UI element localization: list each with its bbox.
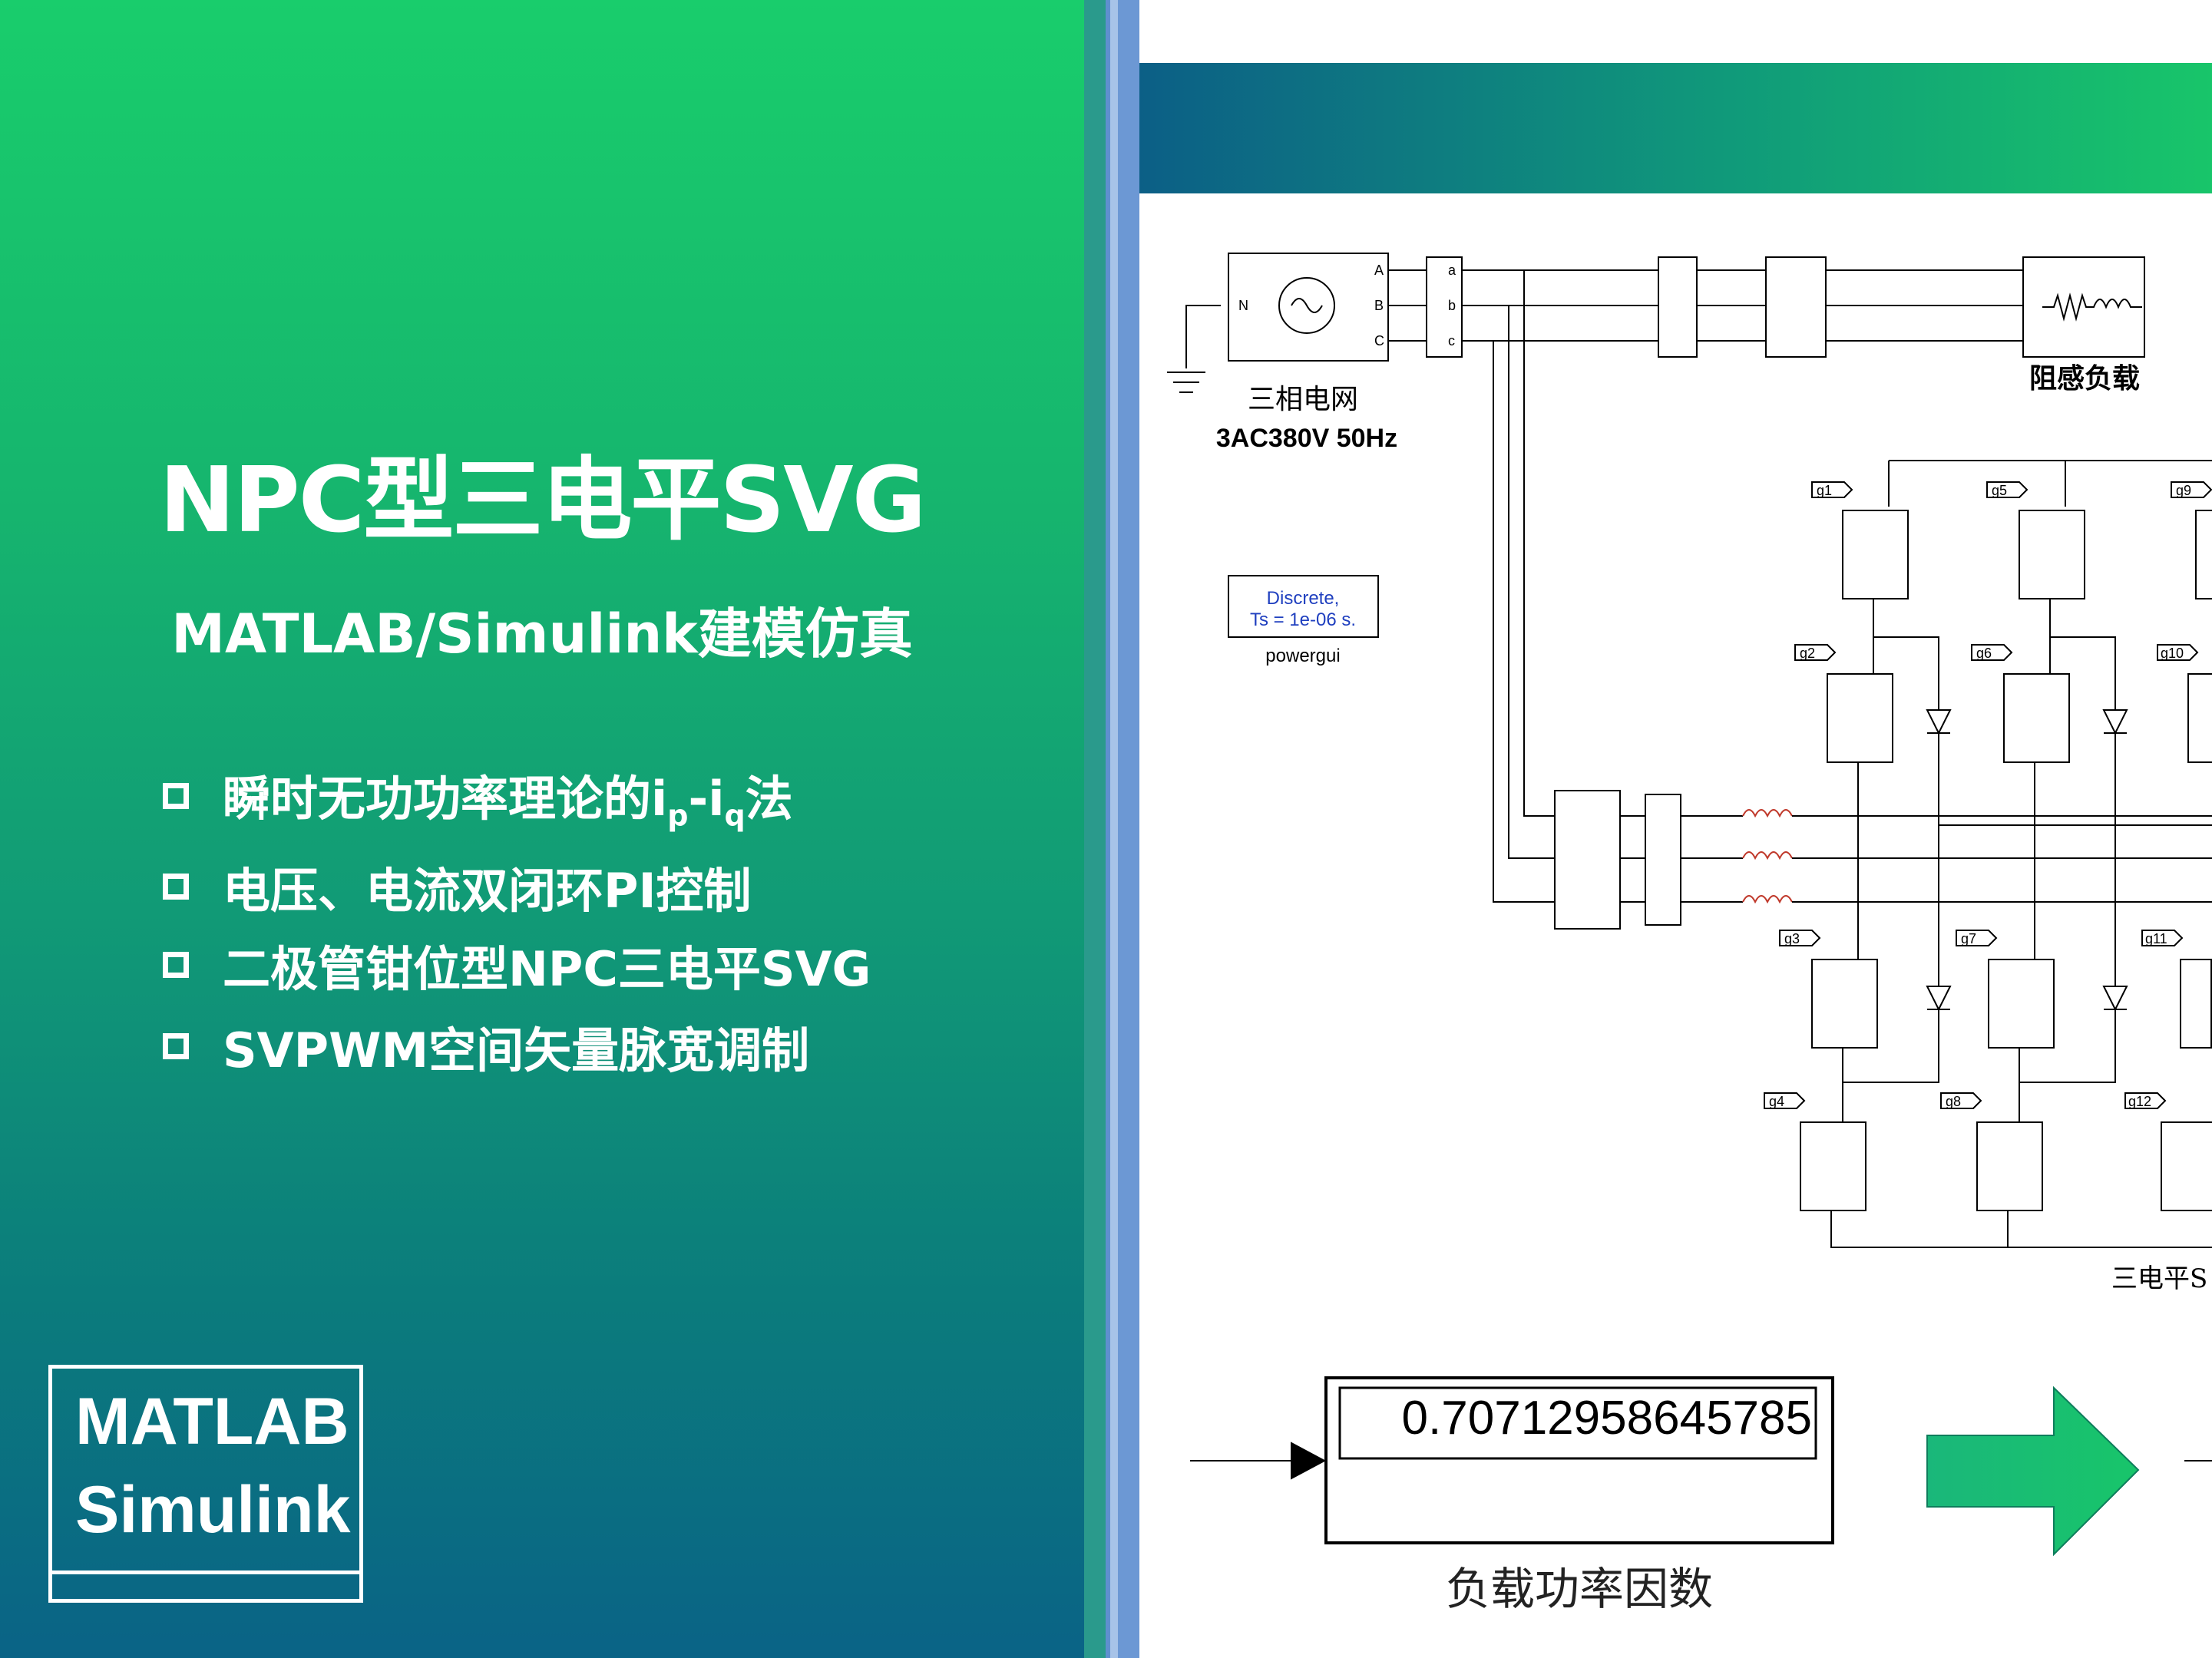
bullet-square-icon [163,874,189,900]
gate-tag-g4: g4 [1769,1094,1784,1109]
bullet-square-icon [163,783,189,810]
bullet-text: SVPWM空间矢量脉宽调制 [223,1022,810,1078]
ground-icon [1167,305,1221,393]
gate-tag-g5: g5 [1992,483,2007,498]
svg-measurement-block[interactable] [1645,794,1681,926]
right-arrow-icon [1926,1386,2140,1557]
gate-tag-g10: g10 [2161,646,2184,661]
bullet-item: SVPWM空间矢量脉宽调制 [163,1012,809,1081]
display-input-arrow-icon [1291,1442,1327,1480]
port-label-b: B [1374,298,1384,313]
bullet-text: 电压、电流双闭环PI控制 [223,863,752,919]
bullet-square-icon [163,1033,189,1059]
resistor-inductor-icon [2042,292,2142,322]
logo-underline [52,1570,359,1574]
gate-tag-g3: g3 [1784,931,1800,946]
bullet-text: 二极管钳位型NPC三电平SVG [223,941,871,997]
bullet-item: 瞬时无功功率理论的ip-iq法 [163,760,793,832]
bullet-subscript: q [724,798,746,833]
port-label-a: A [1374,263,1384,278]
slide-title: NPC型三电平SVG [159,447,926,553]
bullet-square-icon [163,952,189,978]
port-label-a-out: a [1448,263,1456,278]
igbt-bridge[interactable] [1800,510,2212,1211]
powergui-block[interactable] [1228,575,1379,638]
vi-measurement-block[interactable] [1426,256,1463,358]
bullet-text-tail: 法 [745,771,793,827]
gate-tag-g12: g12 [2128,1094,2151,1109]
load-label: 阻感负载 [2029,362,2140,395]
display-value-box [1338,1386,1817,1460]
port-label-c: C [1374,333,1384,348]
gate-tag-g8: g8 [1946,1094,1961,1109]
power-factor-label: 负载功率因数 [1446,1563,1713,1615]
port-label-n: N [1238,298,1248,313]
gate-tag-g11: g11 [2145,931,2167,946]
clamp-diodes [1926,709,2128,1012]
bullet-item: 二极管钳位型NPC三电平SVG [163,930,871,999]
ac-source-icon [1278,277,1335,334]
bullet-subscript: p [667,798,689,833]
bullet-text: 瞬时无功功率理论的i [223,771,668,827]
vi-measurement-block-2[interactable] [1658,256,1698,358]
panel-divider [1084,0,1139,1658]
svg-breaker-block[interactable] [1554,790,1621,930]
rl-load-block[interactable] [2022,256,2145,358]
powergui-line1: Discrete, [1267,588,1340,609]
gate-tag-g7: g7 [1961,931,1976,946]
port-label-b-out: b [1448,298,1456,313]
sine-icon [1291,298,1323,313]
power-factor-value: 0.70712958645785 [1402,1392,1812,1445]
title-panel: NPC型三电平SVG MATLAB/Simulink建模仿真 瞬时无功功率理论的… [0,0,1084,1658]
slide-subtitle: MATLAB/Simulink建模仿真 [171,603,913,666]
gate-goto-tags [1764,481,2212,1109]
header-band [1139,63,2212,193]
port-label-c-out: c [1448,333,1455,348]
clamp-diode-wiring [1843,636,2212,1083]
grid-label: 三相电网 [1248,384,1358,415]
logo-line-matlab: MATLAB [75,1385,349,1458]
filter-inductors [1742,809,1793,904]
gate-tag-g1: g1 [1817,483,1832,498]
powergui-line2: Ts = 1e-06 s. [1250,609,1356,630]
svg-block-label: 三电平S [2111,1263,2207,1294]
logo-line-simulink: Simulink [75,1473,351,1547]
bullet-text-mid: -i [688,771,725,827]
grid-spec-label: 3AC380V 50Hz [1216,424,1397,453]
powergui-name: powergui [1265,646,1340,666]
simulink-diagram: 三相电网 3AC380V 50Hz 阻感负载 Discrete, Ts = 1e… [1167,253,2212,1615]
gate-tag-g2: g2 [1800,646,1815,661]
matlab-simulink-logo: MATLAB Simulink [48,1365,363,1603]
gate-tag-g6: g6 [1976,646,1992,661]
breaker-block[interactable] [1765,256,1827,358]
gate-tag-g9: g9 [2176,483,2191,498]
bullet-item: 电压、电流双闭环PI控制 [163,852,752,921]
